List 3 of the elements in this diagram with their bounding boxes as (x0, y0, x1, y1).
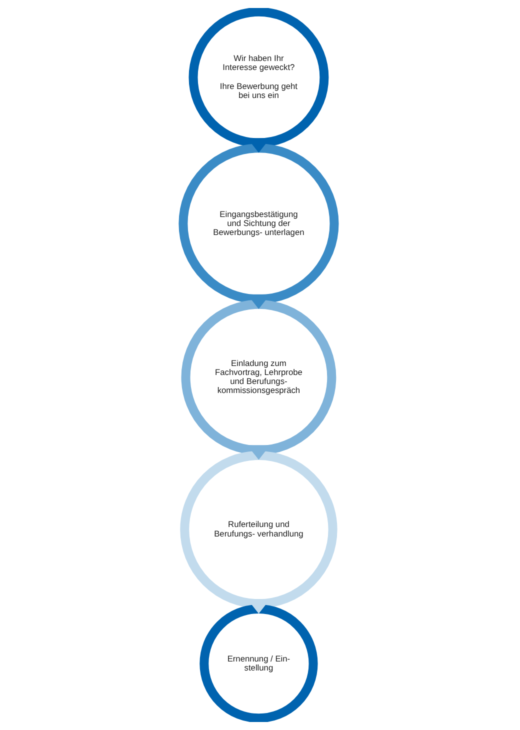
arrow (247, 294, 270, 309)
arrow (247, 445, 270, 460)
node-circle: Wir haben Ihr Interesse geweckt? Ihre Bewerbung geht bei uns ein (188, 8, 329, 148)
